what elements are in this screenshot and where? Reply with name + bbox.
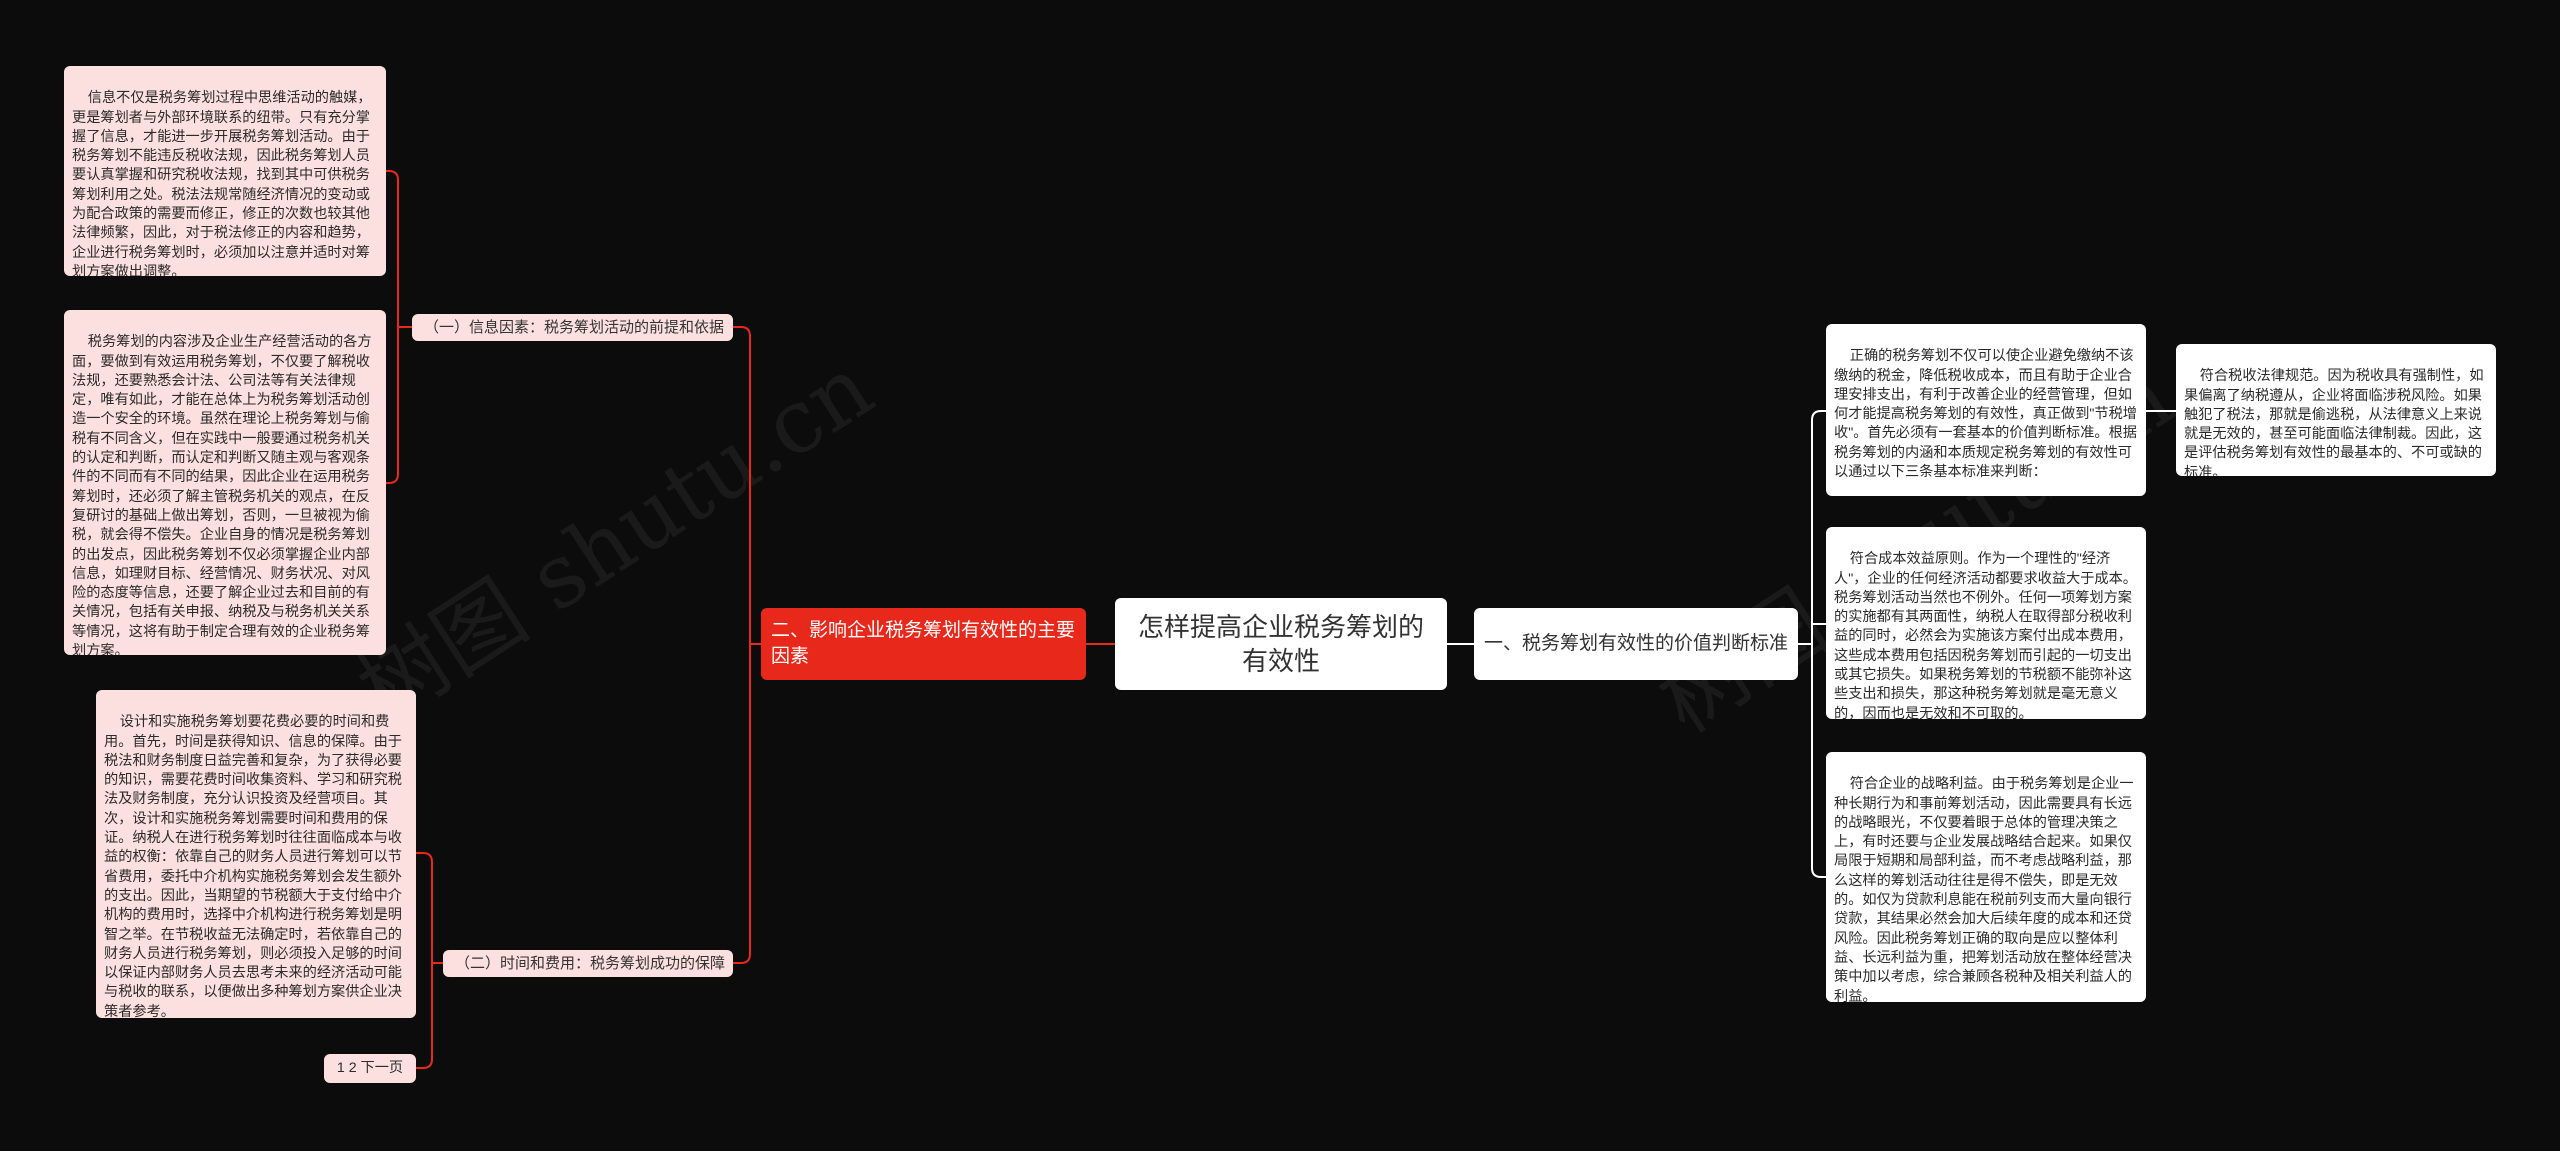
time-cost-text-content: 设计和实施税务筹划要花费必要的时间和费用。首先，时间是获得知识、信息的保障。由于… (104, 714, 402, 1018)
left-branch-label: 二、影响企业税务筹划有效性的主要因素 (771, 620, 1076, 667)
edge-right-text2 (1811, 622, 1826, 644)
value-text-legal[interactable]: 符合税收法律规范。因为税收具有强制性，如果偏离了纳税遵从，企业将面临涉税风险。如… (2176, 344, 2496, 476)
right-branch-label: 一、税务筹划有效性的价值判断标准 (1484, 633, 1789, 654)
edge-left-sub1 (733, 326, 761, 645)
value-text-strategy-content: 符合企业的战略利益。由于税务筹划是企业一种长期行为和事前筹划活动，因此需要具有长… (1834, 776, 2134, 1002)
root-title: 怎样提高企业税务筹划的有效性 (1137, 612, 1424, 676)
value-text-cost-benefit[interactable]: 符合成本效益原则。作为一个理性的"经济人"，企业的任何经济活动都要求收益大于成本… (1826, 527, 2146, 719)
sub-topic-info-label: （一）信息因素：税务筹划活动的前提和依据 (424, 318, 725, 336)
edge-left-sub2 (733, 644, 751, 964)
pagination-label: 1 2 下一页 (336, 1059, 404, 1076)
info-text-1[interactable]: 信息不仅是税务筹划过程中思维活动的触媒，更是筹划者与外部环境联系的纽带。只有充分… (64, 66, 386, 276)
edge-sub1-text2 (386, 327, 399, 484)
pagination-link[interactable]: 1 2 下一页 (324, 1054, 416, 1083)
time-cost-text[interactable]: 设计和实施税务筹划要花费必要的时间和费用。首先，时间是获得知识、信息的保障。由于… (96, 690, 416, 1018)
value-text-legal-content: 符合税收法律规范。因为税收具有强制性，如果偏离了纳税遵从，企业将面临涉税风险。如… (2184, 368, 2484, 476)
left-branch-topic[interactable]: 二、影响企业税务筹划有效性的主要因素 (761, 608, 1086, 680)
edge-sub1-text1 (386, 170, 412, 328)
edge-sub2-text2 (416, 963, 433, 1069)
value-text-cost-benefit-content: 符合成本效益原则。作为一个理性的"经济人"，企业的任何经济活动都要求收益大于成本… (1834, 551, 2137, 719)
watermark: 树图 shutu.cn (340, 335, 890, 743)
value-text-intro-content: 正确的税务筹划不仅可以使企业避免缴纳不该缴纳的税金，降低税收成本，而且有助于企业… (1834, 348, 2137, 481)
sub-topic-time-cost[interactable]: （二）时间和费用：税务筹划成功的保障 (443, 950, 733, 977)
root-topic[interactable]: 怎样提高企业税务筹划的有效性 (1115, 598, 1447, 690)
value-text-strategy[interactable]: 符合企业的战略利益。由于税务筹划是企业一种长期行为和事前筹划活动，因此需要具有长… (1826, 752, 2146, 1002)
edge-sub2-text1 (416, 852, 443, 964)
edge-right-text3 (1811, 644, 1826, 878)
info-text-2[interactable]: 税务筹划的内容涉及企业生产经营活动的各方面，要做到有效运用税务筹划，不仅要了解税… (64, 310, 386, 655)
sub-topic-time-cost-label: （二）时间和费用：税务筹划成功的保障 (455, 954, 726, 972)
right-branch-topic[interactable]: 一、税务筹划有效性的价值判断标准 (1474, 608, 1798, 680)
edge-right-text1 (1798, 410, 1826, 645)
info-text-2-content: 税务筹划的内容涉及企业生产经营活动的各方面，要做到有效运用税务筹划，不仅要了解税… (72, 334, 372, 655)
sub-topic-info[interactable]: （一）信息因素：税务筹划活动的前提和依据 (412, 314, 733, 341)
value-text-intro[interactable]: 正确的税务筹划不仅可以使企业避免缴纳不该缴纳的税金，降低税收成本，而且有助于企业… (1826, 324, 2146, 496)
info-text-1-content: 信息不仅是税务筹划过程中思维活动的触媒，更是筹划者与外部环境联系的纽带。只有充分… (72, 90, 372, 276)
